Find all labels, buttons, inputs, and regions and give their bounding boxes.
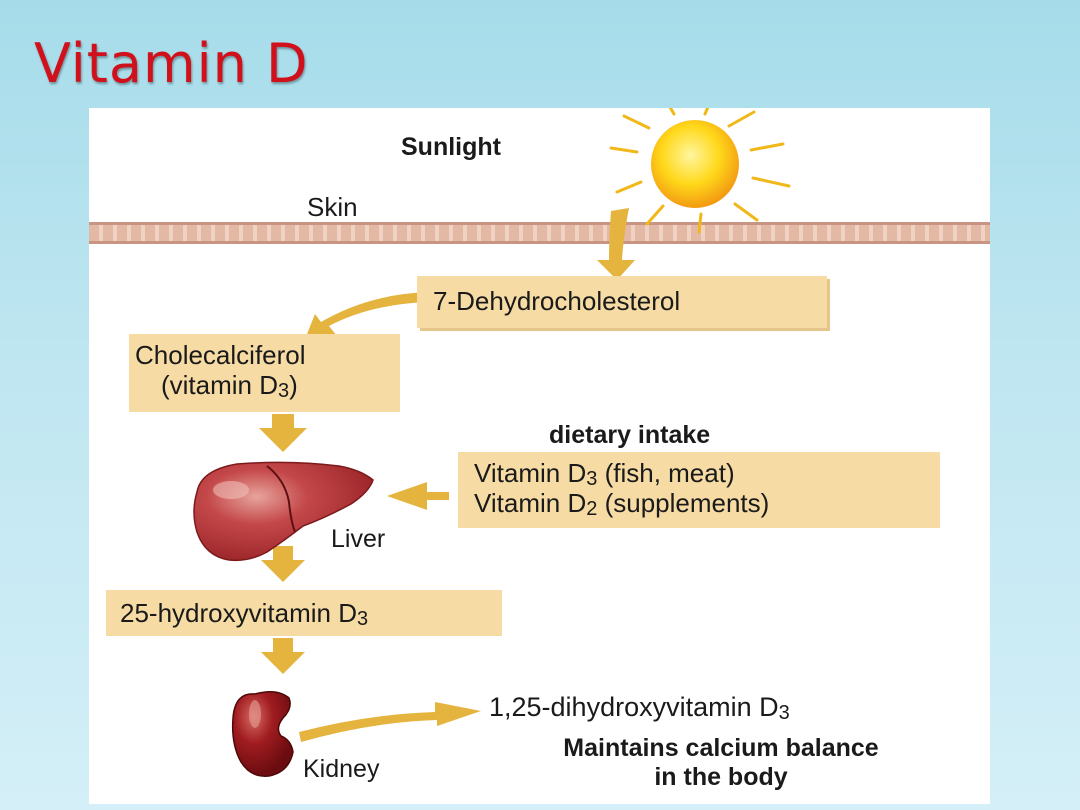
calcium-balance-line2: in the body (654, 763, 788, 791)
cholecalciferol-box: Cholecalciferol (vitamin D3) (129, 334, 400, 412)
diagram-graphics (193, 108, 791, 777)
skin-layer (89, 222, 990, 244)
dehydrocholesterol-box: 7-Dehydrocholesterol (417, 276, 827, 328)
calcium-balance-text: Maintains calcium balance in the body (471, 734, 971, 792)
liver-icon (193, 461, 374, 562)
vitamin-d-diagram: Sunlight Skin 7-Dehydrocholesterol Chole… (89, 108, 990, 804)
dietary-intake-label: dietary intake (549, 421, 711, 449)
arrow-liver-to-hydroxy (261, 546, 305, 582)
calcium-balance-line1: Maintains calcium balance (563, 734, 879, 762)
dietary-sources-box: Vitamin D3 (fish, meat) Vitamin D2 (supp… (458, 452, 940, 528)
arrow-chole-to-liver (259, 414, 307, 452)
cholecalciferol-line2: (vitamin D3) (161, 370, 298, 402)
skin-label: Skin (307, 192, 358, 222)
arrow-hydroxy-to-kidney (261, 638, 305, 674)
sun-icon (609, 108, 791, 234)
slide-title: Vitamin D (34, 32, 309, 95)
dihydroxyvitamin-label: 1,25-dihydroxyvitamin D3 (489, 692, 790, 724)
sunlight-label: Sunlight (401, 133, 501, 161)
hydroxyvitamin-box: 25-hydroxyvitamin D3 (106, 590, 502, 636)
diet-d2-line: Vitamin D2 (supplements) (474, 488, 770, 520)
arrow-kidney-to-dihydroxy (299, 702, 481, 742)
cholecalciferol-line1: Cholecalciferol (135, 340, 306, 370)
kidney-icon (231, 691, 294, 777)
liver-label: Liver (331, 525, 386, 553)
arrow-sun-to-dehydro (597, 208, 635, 280)
kidney-label: Kidney (303, 755, 380, 783)
arrow-diet-to-liver (387, 482, 449, 510)
dehydrocholesterol-label: 7-Dehydrocholesterol (433, 286, 681, 316)
hydroxyvitamin-label: 25-hydroxyvitamin D3 (120, 598, 369, 630)
diet-d3-line: Vitamin D3 (fish, meat) (474, 458, 735, 490)
